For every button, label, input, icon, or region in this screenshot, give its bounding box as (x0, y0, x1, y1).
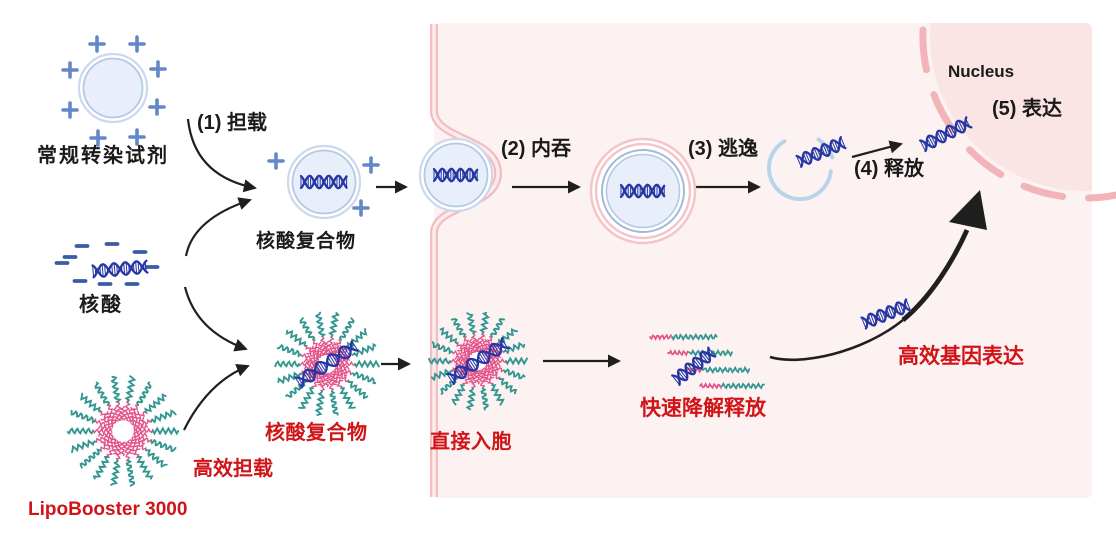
degraded-polymer-icon (699, 381, 765, 391)
cell-membrane-inner (432, 24, 500, 497)
label-nucleus: Nucleus (948, 62, 1015, 81)
dna-icon (299, 174, 348, 190)
label-complex-bottom: 核酸复合物 (265, 422, 368, 444)
label-efficient-loading: 高效担载 (193, 458, 273, 480)
plus-charge-icon (61, 101, 79, 119)
arrow-expression-curve-thick (901, 229, 970, 322)
arrow-load2-top (183, 286, 248, 352)
plus-charge-icon (267, 152, 285, 170)
dna-icon (432, 167, 479, 183)
dna-icon (619, 183, 666, 199)
plus-charge-icon (89, 129, 107, 147)
micelle-icon (428, 311, 528, 411)
dna-icon (445, 336, 511, 386)
label-direct-entry: 直接入胞 (430, 431, 512, 453)
micelle-icon (66, 375, 180, 487)
plus-charge-icon (149, 60, 167, 78)
label-step2-endocytosis: (2) 内吞 (501, 138, 571, 160)
plus-charge-icon (128, 128, 146, 146)
plus-charge-icon (61, 61, 79, 79)
label-step5-expression: (5) 表达 (992, 98, 1062, 120)
plus-charge-icon (352, 199, 370, 217)
arrow-release (851, 140, 903, 159)
dna-icon (671, 346, 717, 386)
label-nucleic-acid: 核酸 (79, 294, 123, 316)
dna-icon (919, 116, 973, 153)
dna-icon (795, 136, 847, 168)
label-step3-escape: (3) 逃逸 (688, 138, 758, 160)
dna-icon (294, 340, 359, 389)
arrow-load2-bottom (183, 364, 250, 431)
nucleus-border (919, 26, 1116, 202)
label-rapid-release: 快速降解释放 (640, 397, 766, 420)
micelle-icon (274, 311, 380, 416)
arrows (183, 118, 987, 431)
dna-icon (91, 259, 149, 279)
nucleus (930, 23, 1092, 191)
liposome-icon (77, 52, 149, 124)
label-efficient-expression: 高效基因表达 (898, 345, 1024, 368)
diagram-decorations (54, 35, 973, 487)
plus-charge-icon (148, 98, 166, 116)
label-complex-top: 核酸复合物 (256, 231, 357, 252)
plus-charge-icon (128, 35, 146, 53)
endosome-icon (589, 137, 697, 245)
arrow-expression-head (949, 190, 987, 230)
plus-charge-icon (88, 35, 106, 53)
label-step4-release: (4) 释放 (854, 158, 924, 180)
degraded-polymer-icon (649, 332, 718, 342)
label-conventional-reagent: 常规转染试剂 (37, 145, 169, 167)
arrow-load-top (186, 118, 257, 193)
arrow-load-bottom (184, 197, 252, 257)
label-step1-loading: (1) 担载 (197, 112, 267, 134)
arrow-expression-curve-thin (769, 318, 904, 362)
label-lipobooster-product: LipoBooster 3000 (28, 499, 188, 520)
dna-icon (860, 298, 912, 330)
plus-charge-icon (362, 156, 380, 174)
